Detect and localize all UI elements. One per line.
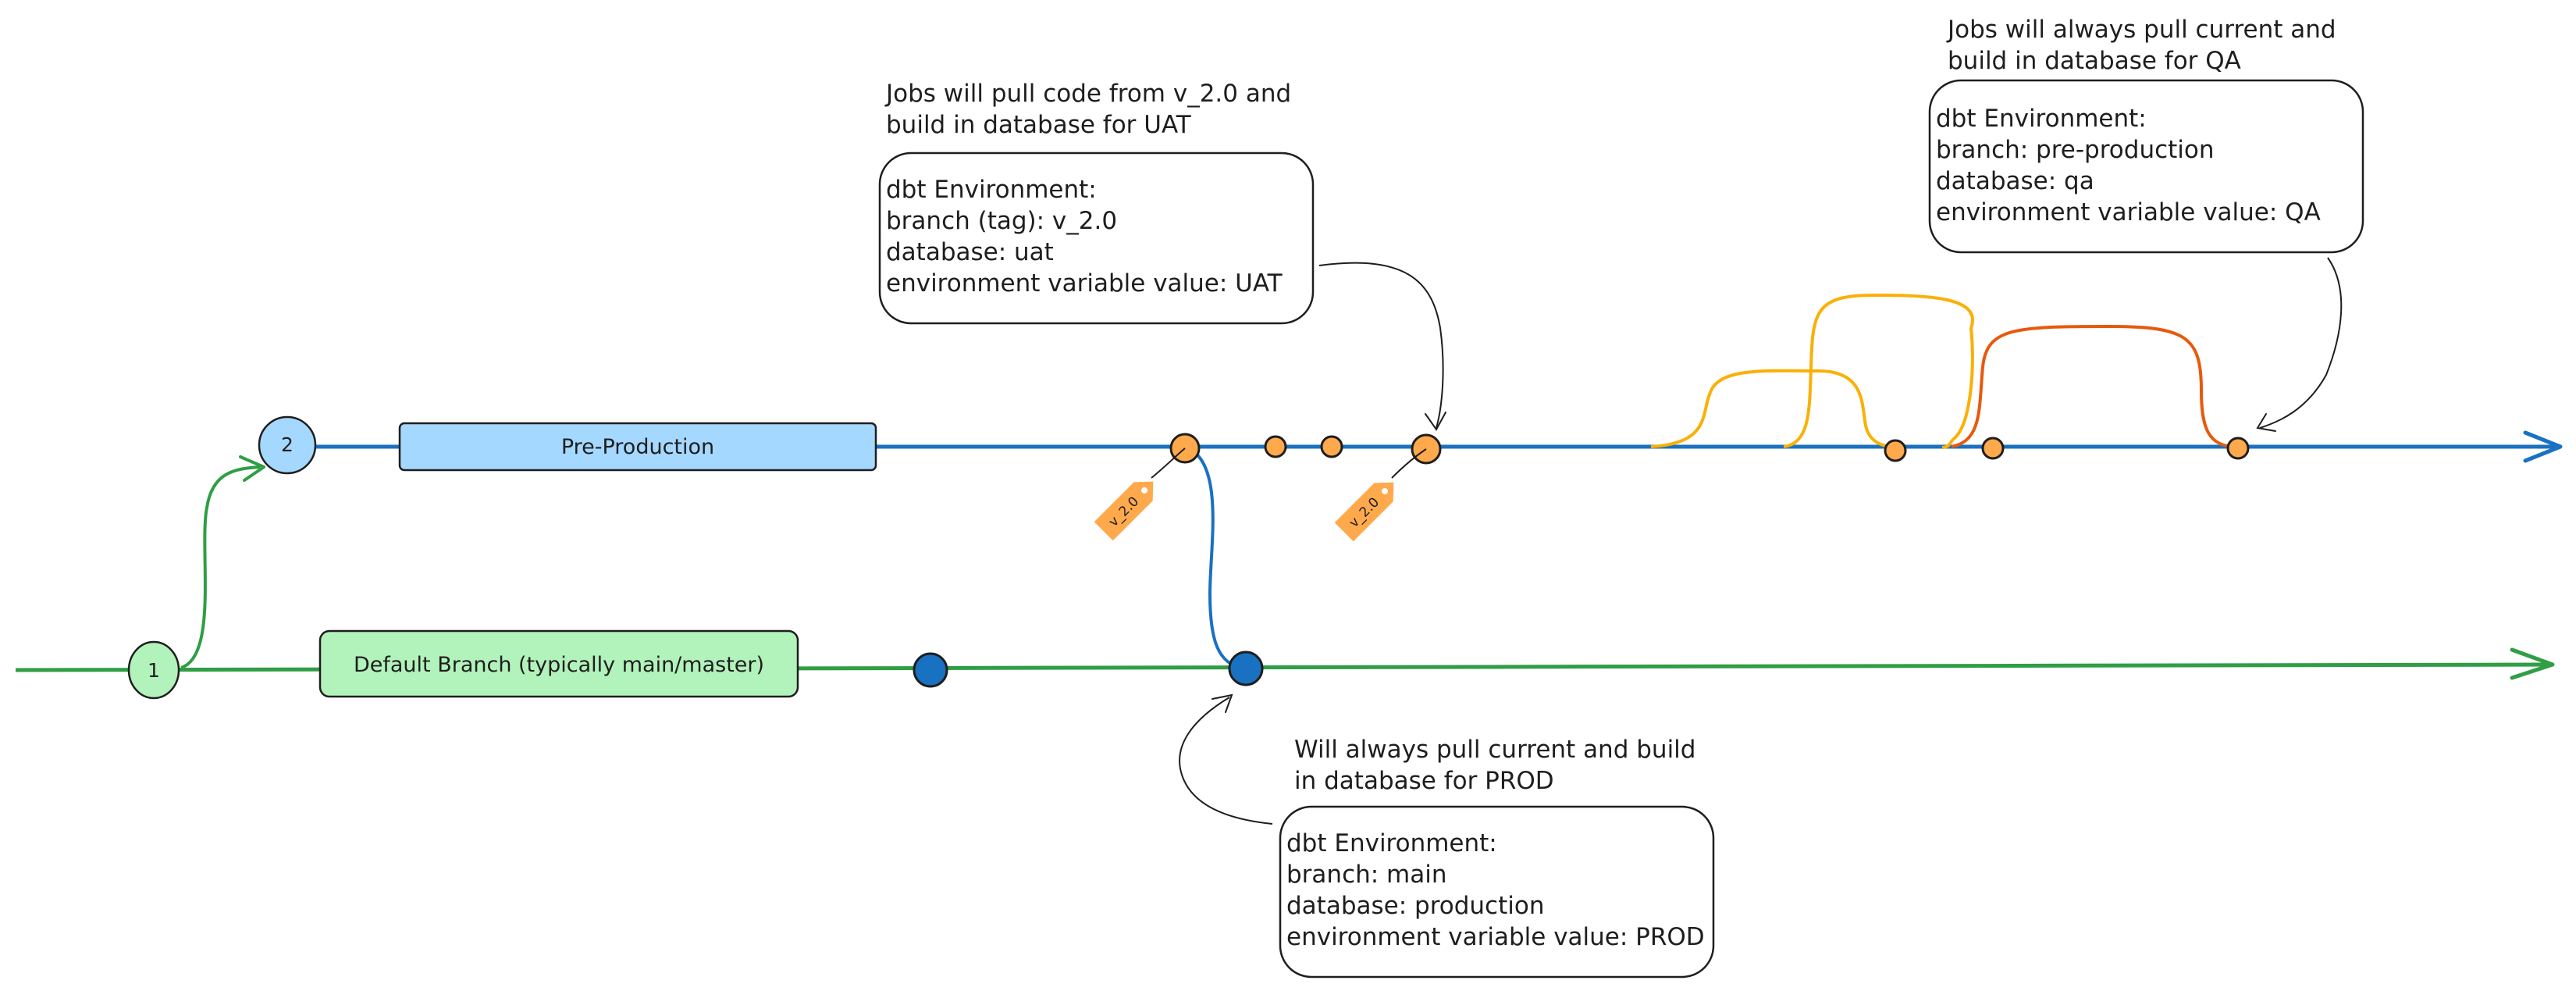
- prod-caption-line-2: in database for PROD: [1294, 767, 1554, 795]
- pre-prod-commit-3[interactable]: [1320, 435, 1343, 458]
- uat-caption-line-2: build in database for UAT: [886, 111, 1192, 139]
- feature-loop-3: [1951, 324, 2237, 448]
- pre-prod-commit-2[interactable]: [1264, 435, 1287, 458]
- default-branch-arrowhead: [2510, 647, 2555, 680]
- default-commit-2[interactable]: [1228, 651, 1264, 686]
- qa-environment-box: [1928, 79, 2364, 254]
- prod-box-line-3: database: production: [1286, 892, 1544, 920]
- qa-box-line-2: branch: pre-production: [1936, 136, 2215, 164]
- version-tag-1[interactable]: v_2.0: [1094, 447, 1186, 541]
- pre-prod-commit-6[interactable]: [1981, 437, 2005, 460]
- merge-curve: [1184, 445, 1244, 670]
- pre-prod-commit-7[interactable]: [2226, 437, 2250, 460]
- qa-box-line-1: dbt Environment:: [1936, 105, 2147, 133]
- marker-1-label: 1: [148, 659, 160, 682]
- default-commit-1[interactable]: [913, 652, 948, 688]
- uat-caption-line-1: Jobs will pull code from v_2.0 and: [884, 80, 1291, 108]
- prod-box-line-1: dbt Environment:: [1286, 829, 1497, 857]
- uat-environment-box: [878, 152, 1315, 325]
- default-branch-label: Default Branch (typically main/master): [354, 653, 764, 677]
- default-branch-box[interactable]: Default Branch (typically main/master): [318, 629, 799, 698]
- prod-environment-box: [1279, 805, 1715, 979]
- prod-pointer-arrow: [1179, 697, 1273, 825]
- pre-prod-commit-5[interactable]: [1884, 439, 1907, 462]
- marker-2: 2: [258, 415, 317, 475]
- qa-caption-line-1: Jobs will always pull current and: [1946, 16, 2336, 44]
- uat-box-line-2: branch (tag): v_2.0: [886, 207, 1117, 235]
- prod-annotation: Will always pull current and build in da…: [1179, 693, 1715, 979]
- qa-box-line-3: database: qa: [1936, 167, 2094, 195]
- uat-annotation: Jobs will pull code from v_2.0 and build…: [878, 80, 1446, 431]
- uat-box-line-4: environment variable value: UAT: [886, 269, 1283, 298]
- prod-box-line-2: branch: main: [1286, 861, 1447, 889]
- version-tag-2[interactable]: v_2.0: [1334, 448, 1427, 542]
- uat-pointer-arrow: [1318, 262, 1444, 429]
- branch-off-curve: [180, 465, 261, 669]
- pre-production-box[interactable]: Pre-Production: [398, 422, 877, 472]
- qa-box-line-4: environment variable value: QA: [1936, 198, 2321, 226]
- marker-2-label: 2: [281, 433, 294, 456]
- qa-annotation: Jobs will always pull current and build …: [1928, 16, 2364, 432]
- uat-box-line-1: dbt Environment:: [886, 176, 1097, 204]
- prod-caption-line-1: Will always pull current and build: [1294, 736, 1695, 764]
- marker-1: 1: [127, 640, 180, 700]
- feature-loop-1: [1650, 369, 1894, 448]
- qa-caption-line-2: build in database for QA: [1948, 47, 2241, 75]
- qa-pointer-arrow: [2259, 257, 2343, 429]
- prod-box-line-4: environment variable value: PROD: [1286, 923, 1705, 951]
- uat-box-line-3: database: uat: [886, 238, 1054, 266]
- branch-off-arrowhead: [239, 455, 265, 482]
- feature-loop-2: [1783, 293, 1974, 449]
- pre-production-arrowhead: [2523, 430, 2563, 463]
- pre-production-label: Pre-Production: [561, 435, 714, 459]
